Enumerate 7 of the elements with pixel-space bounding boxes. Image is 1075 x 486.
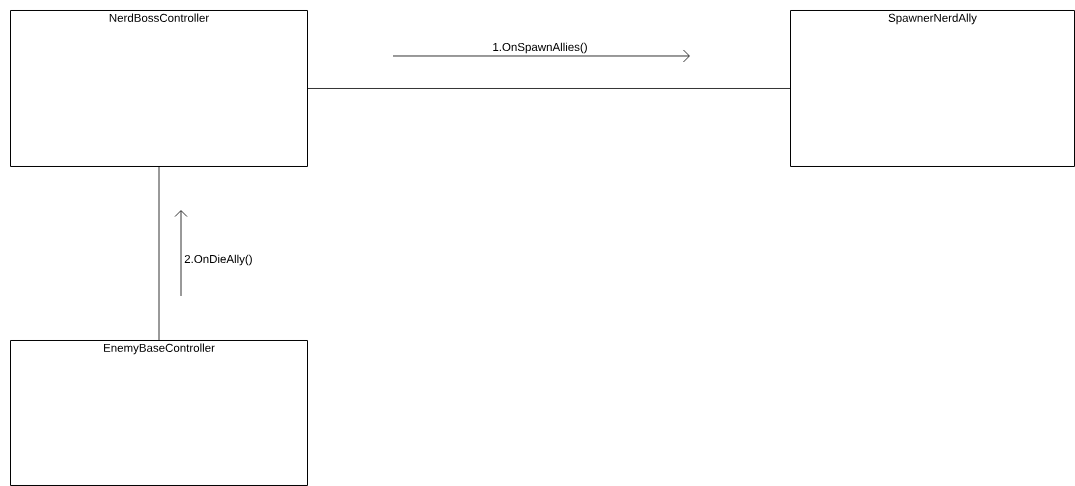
message-label: 2.OnDieAlly() [184, 254, 252, 266]
class-box: NerdBossController [10, 10, 308, 167]
class-box: SpawnerNerdAlly [790, 10, 1075, 167]
link-line [158, 166, 160, 341]
link-line [307, 88, 791, 89]
message-label: 1.OnSpawnAllies() [493, 42, 587, 54]
class-box: EnemyBaseController [10, 340, 308, 486]
